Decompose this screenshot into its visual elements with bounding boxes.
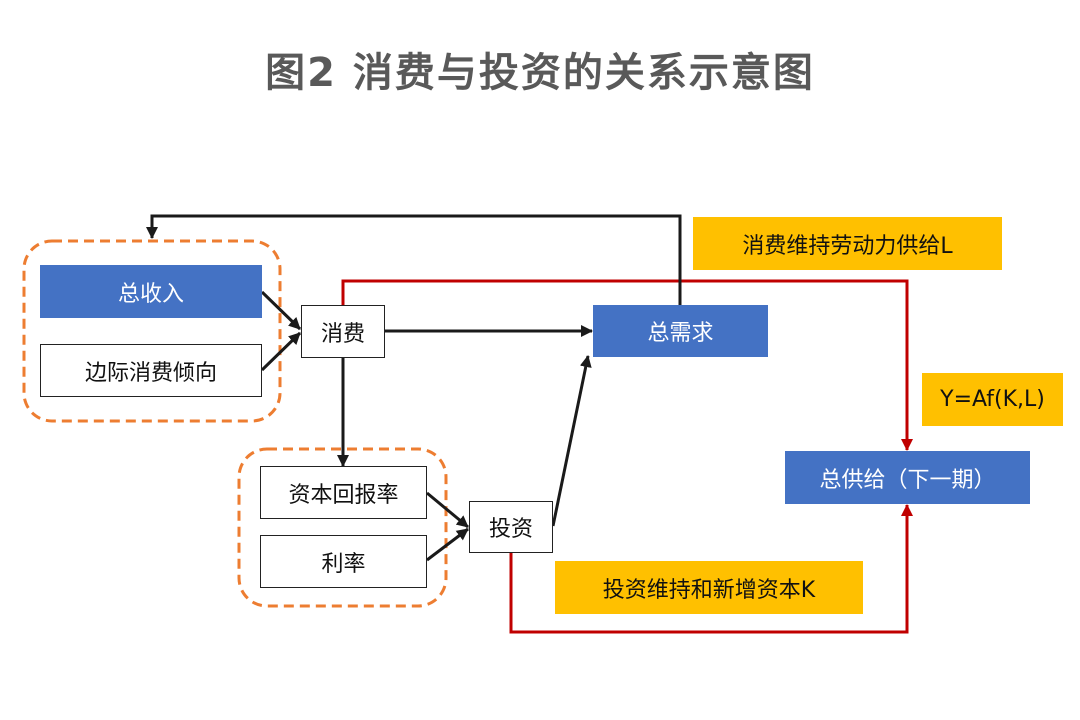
- rate-to-investment-edge: [426, 527, 469, 562]
- income-group-outline: [22, 239, 282, 423]
- investment-factors-group-outline: [237, 447, 448, 608]
- node-marginal-propensity-to-consume: 边际消费倾向: [40, 344, 262, 397]
- node-investment: 投资: [469, 501, 553, 553]
- annotation-capital: 投资维持和新增资本K: [555, 561, 863, 614]
- annotation-production-function: Y=Af(K,L): [922, 373, 1063, 426]
- node-return-on-capital: 资本回报率: [260, 466, 427, 519]
- capital-edge: [509, 504, 913, 634]
- diagram-title: 图2 消费与投资的关系示意图: [265, 50, 815, 96]
- investment-to-demand-edge: [551, 355, 592, 527]
- node-total-supply-next-period: 总供给（下一期）: [785, 451, 1030, 504]
- node-total-income: 总收入: [40, 265, 262, 318]
- annotation-labor-supply: 消费维持劳动力供给L: [693, 217, 1002, 270]
- feedback-edge: [146, 214, 682, 305]
- labor-supply-edge: [341, 279, 913, 451]
- node-consumption: 消费: [301, 305, 385, 358]
- income-to-consumption-edge: [260, 290, 302, 331]
- return-to-investment-edge: [426, 491, 469, 529]
- mpc-to-consumption-edge: [260, 331, 302, 372]
- node-interest-rate: 利率: [260, 535, 427, 588]
- node-total-demand: 总需求: [593, 305, 768, 357]
